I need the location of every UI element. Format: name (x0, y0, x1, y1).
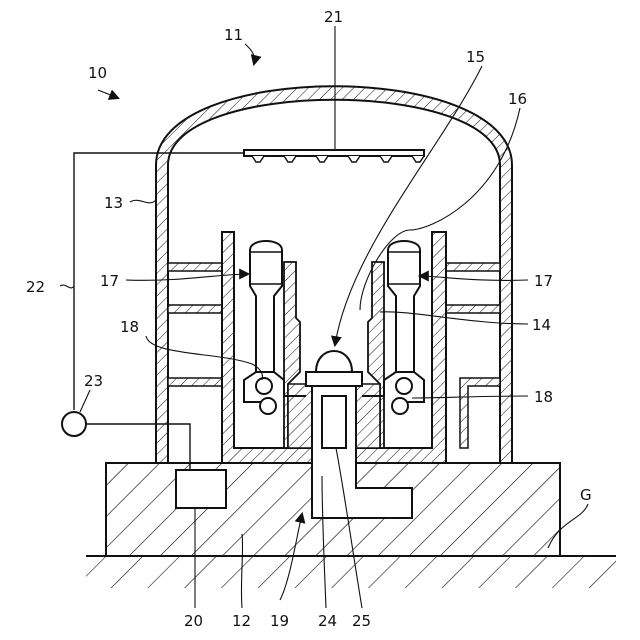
label-18-left: 18 (120, 318, 139, 336)
label-14: 14 (532, 316, 551, 334)
label-17-right: 17 (534, 272, 553, 290)
reactor-core (322, 396, 346, 448)
label-20: 20 (184, 612, 203, 630)
reactor-vessel (306, 351, 362, 475)
label-21: 21 (324, 8, 343, 26)
label-16: 16 (508, 90, 527, 108)
label-23: 23 (84, 372, 103, 390)
label-13: 13 (104, 194, 123, 212)
label-10: 10 (88, 64, 107, 82)
spray-pump (62, 412, 86, 436)
steam-generator-left (250, 241, 282, 372)
label-18-right: 18 (534, 388, 553, 406)
label-22: 22 (26, 278, 45, 296)
label-19: 19 (270, 612, 289, 630)
label-24: 24 (318, 612, 337, 630)
ground (86, 556, 616, 588)
label-12: 12 (232, 612, 251, 630)
steam-generator-right (388, 241, 420, 372)
label-15: 15 (466, 48, 485, 66)
label-17-left: 17 (100, 272, 119, 290)
water-tank (176, 470, 226, 508)
label-G: G (580, 486, 592, 504)
left-floors (168, 263, 222, 386)
spray-header (244, 150, 424, 162)
label-25: 25 (352, 612, 371, 630)
label-11: 11 (224, 26, 243, 44)
right-floors (446, 263, 500, 448)
